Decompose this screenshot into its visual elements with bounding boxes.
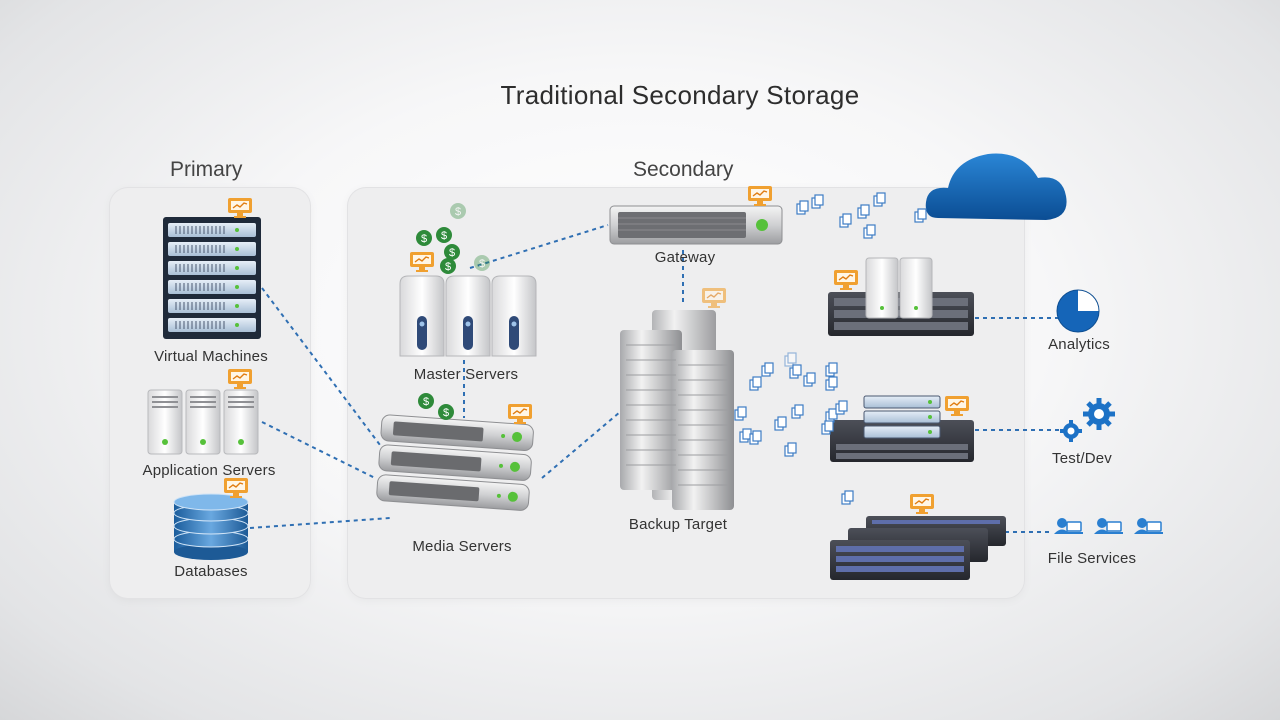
label-virtual-machines: Virtual Machines <box>154 348 268 365</box>
media-servers-icon <box>376 393 534 511</box>
secondary-heading: Secondary <box>633 158 734 181</box>
users-icon <box>1053 517 1164 535</box>
label-databases: Databases <box>174 563 248 580</box>
label-test-dev: Test/Dev <box>1052 450 1112 467</box>
connector-lines <box>249 224 1060 533</box>
label-file-services: File Services <box>1047 550 1137 567</box>
testdev-storage-icon <box>830 395 974 462</box>
label-media-servers: Media Servers <box>412 538 512 555</box>
analytics-pie-icon <box>1056 289 1100 333</box>
label-analytics: Analytics <box>1048 336 1110 353</box>
file-services-storage-icon <box>830 493 1006 580</box>
backup-target-icon <box>620 287 734 510</box>
cloud-icon <box>925 153 1067 220</box>
gateway-icon <box>609 185 783 245</box>
label-master-servers: Master Servers <box>413 366 519 383</box>
application-servers-icon <box>147 368 259 455</box>
label-backup-target: Backup Target <box>628 516 728 533</box>
virtual-machines-icon <box>163 197 261 339</box>
analytics-storage-icon <box>828 257 974 336</box>
label-application-servers: Application Servers <box>142 462 276 479</box>
master-servers-icon <box>399 203 537 357</box>
diagram-title: Traditional Secondary Storage <box>500 80 860 110</box>
label-gateway: Gateway <box>654 249 716 266</box>
gears-icon <box>1060 398 1115 442</box>
primary-heading: Primary <box>170 158 243 181</box>
databases-icon <box>173 477 249 560</box>
